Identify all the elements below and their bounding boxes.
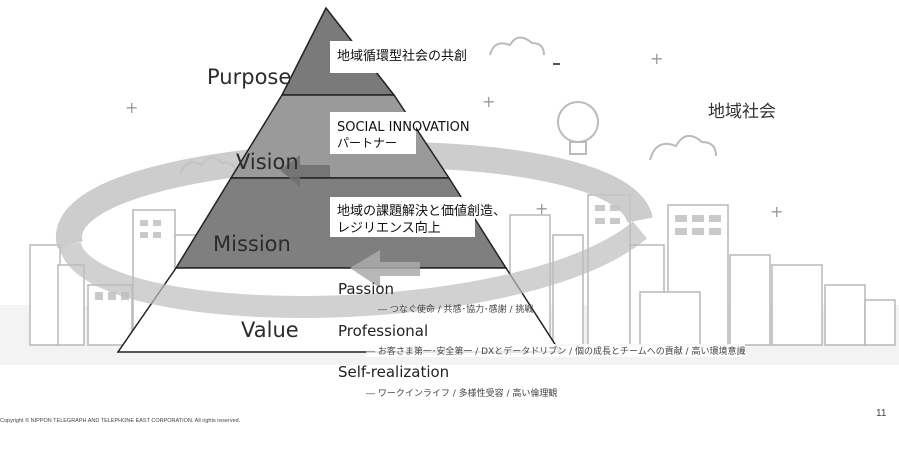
svg-text:+: +	[650, 49, 663, 68]
rotation-arc-front	[59, 221, 648, 318]
value-passion-detail: ― つなぐ使命 / 共感･協力･感謝 / 挑戦	[378, 305, 534, 315]
value-self-realization-heading: Self-realization	[338, 363, 450, 381]
value-professional-detail: ― お客さま第一･安全第一 / DXとデータドリブン / 個の成長とチームへの貢…	[366, 344, 746, 357]
lightbulb-icon	[557, 101, 599, 155]
svg-text:+: +	[770, 202, 783, 221]
page-number: 11	[876, 408, 887, 419]
arrow-left-icon	[350, 250, 420, 288]
value-label: Value	[241, 318, 299, 342]
value-passion-heading: Passion	[338, 280, 395, 298]
copyright-text: Copyright © NIPPON TELEGRAPH AND TELEPHO…	[0, 418, 241, 424]
mission-description-line-1: 地域の課題解決と価値創造、	[337, 204, 507, 219]
sparkle-plus-icons: + + + + +	[125, 49, 783, 221]
mission-description-line-2: レジリエンス向上	[337, 221, 441, 236]
vision-label: Vision	[236, 150, 299, 174]
vision-description-line-1: SOCIAL INNOVATION	[337, 120, 470, 135]
purpose-description: 地域循環型社会の共創	[337, 49, 468, 64]
svg-text:+: +	[125, 98, 138, 117]
svg-text:+: +	[482, 92, 495, 111]
region-label: 地域社会	[708, 102, 776, 122]
value-self-realization-detail: ― ワークインライフ / 多様性受容 / 高い倫理観	[366, 389, 558, 399]
value-professional-heading: Professional	[338, 322, 429, 340]
purpose-label: Purpose	[207, 65, 292, 89]
arrow-right-icon	[280, 155, 330, 187]
svg-text:+: +	[535, 199, 548, 218]
description-bands	[330, 41, 475, 237]
vision-description-line-2: パートナー	[337, 136, 398, 150]
mission-label: Mission	[213, 232, 291, 256]
